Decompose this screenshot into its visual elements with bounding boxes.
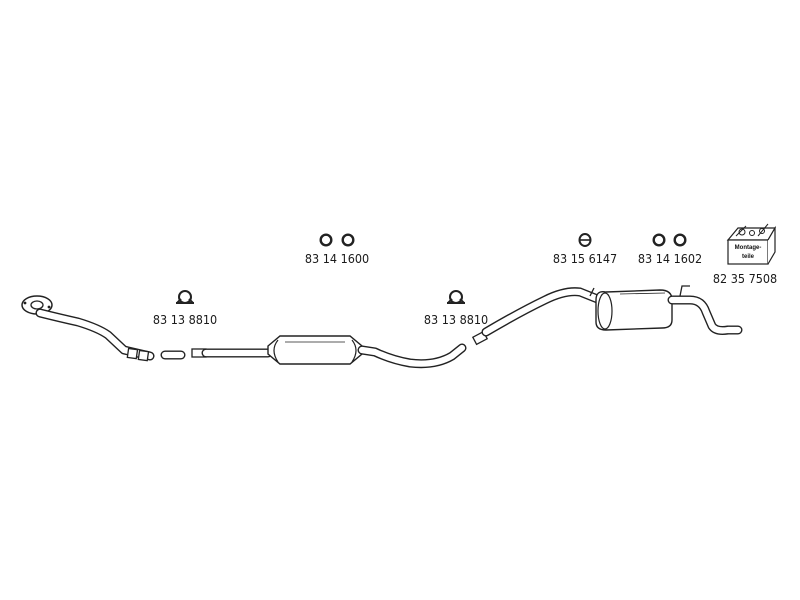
hanger-group: 83 15 6147 (553, 233, 617, 266)
gasket-rings-icon (652, 233, 687, 247)
gasket-rings-front-group: 83 14 1600 (305, 233, 369, 266)
rear-silencer-icon (471, 285, 743, 346)
part-number-gaskets-rear: 83 14 1602 (638, 251, 702, 266)
rubber-hanger-icon (578, 233, 592, 247)
mounting-kit-label-line2: teile (742, 254, 755, 260)
part-number-mounting-kit: 82 35 7508 (713, 271, 777, 286)
clamp-icon (447, 290, 465, 304)
clamp-rear-group: 83 13 8810 (424, 290, 488, 327)
part-number-clamp-rear: 83 13 8810 (424, 312, 488, 327)
mounting-kit-group: Montage- teile 82 35 7508 (713, 223, 777, 286)
front-pipe-icon (21, 295, 155, 362)
mounting-kit-box-icon: Montage- teile (726, 223, 777, 265)
mounting-kit-label-line1: Montage- (735, 245, 762, 251)
center-silencer-icon (191, 335, 467, 369)
part-number-clamp-front: 83 13 8810 (153, 312, 217, 327)
part-number-hanger: 83 15 6147 (553, 251, 617, 266)
gasket-rings-icon (319, 233, 355, 247)
gasket-rings-rear-group: 83 14 1602 (638, 233, 702, 266)
part-number-gaskets-front: 83 14 1600 (305, 251, 369, 266)
clamp-icon (176, 290, 194, 304)
clamp-front-group: 83 13 8810 (153, 290, 217, 327)
